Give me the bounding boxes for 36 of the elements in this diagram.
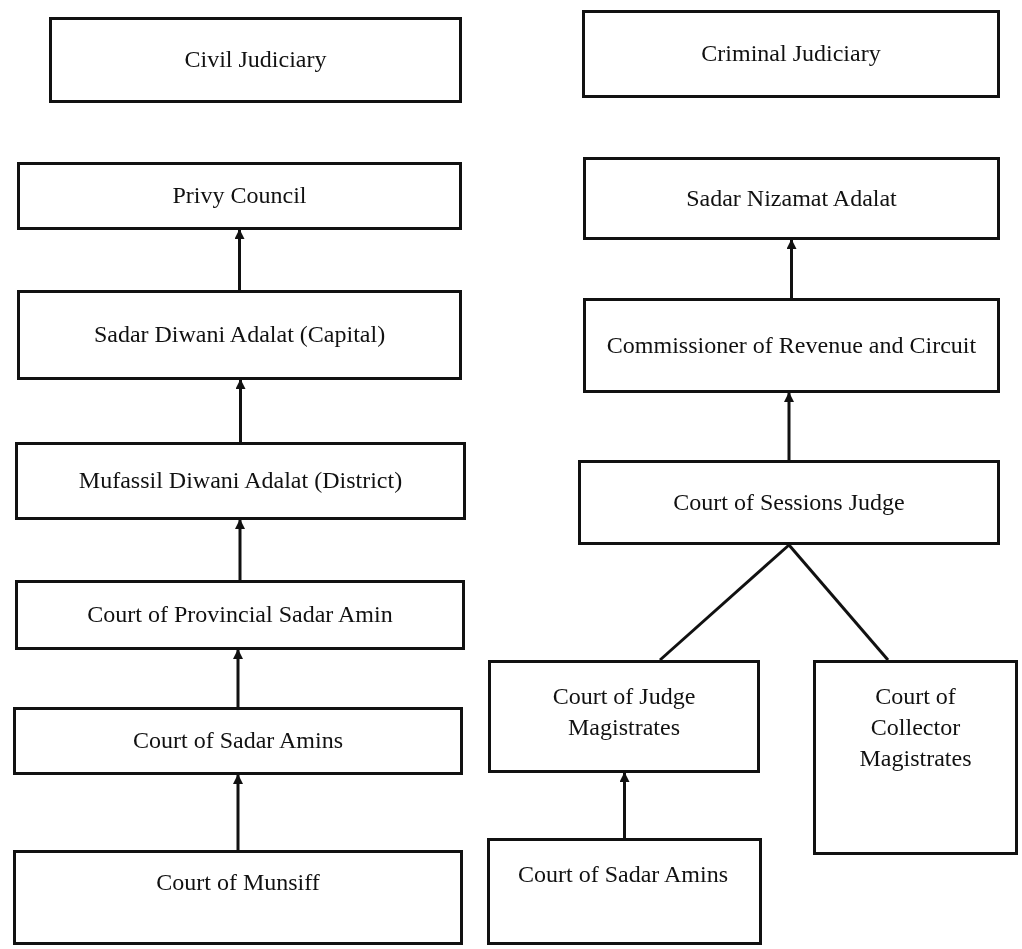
court-box [49,17,462,103]
arrow [234,229,245,290]
court-box [487,838,762,945]
node-label: Criminal Judiciary [701,39,881,69]
arrow [235,519,245,580]
court-box [583,298,1000,393]
court-box [17,290,462,380]
court-box [488,660,760,773]
court-box [578,460,1000,545]
node-label: Civil Judiciary [184,45,327,75]
court-box [813,660,1018,855]
node-label: Sadar Diwani Adalat (Capital) [93,320,386,350]
arrow [235,379,246,442]
node-label: Court of Sadar Amins [518,860,728,889]
court-box [15,442,466,520]
node-label: Commissioner of Revenue and Circuit [606,330,977,360]
arrow [233,774,243,850]
court-box [13,850,463,945]
court-box [582,10,1000,98]
node-label: Mufassil Diwani Adalat (District) [78,466,403,496]
court-box [17,162,462,230]
node-label: Court of Sadar Amins [133,726,343,756]
court-box [13,707,463,775]
node-label: Court of Munsiff [156,868,320,897]
arrow [784,392,794,460]
node-label: Court of Collector Magistrates [858,682,973,774]
arrow [233,649,243,707]
arrow [786,239,797,298]
court-box [583,157,1000,240]
node-label: Sadar Nizamat Adalat [686,183,897,213]
arrow [619,772,630,838]
node-label: Court of Provincial Sadar Amin [87,600,393,630]
node-label: Court of Judge Magistrates [551,682,697,743]
court-box [15,580,465,650]
node-label: Court of Sessions Judge [673,487,905,517]
node-label: Privy Council [172,181,307,211]
